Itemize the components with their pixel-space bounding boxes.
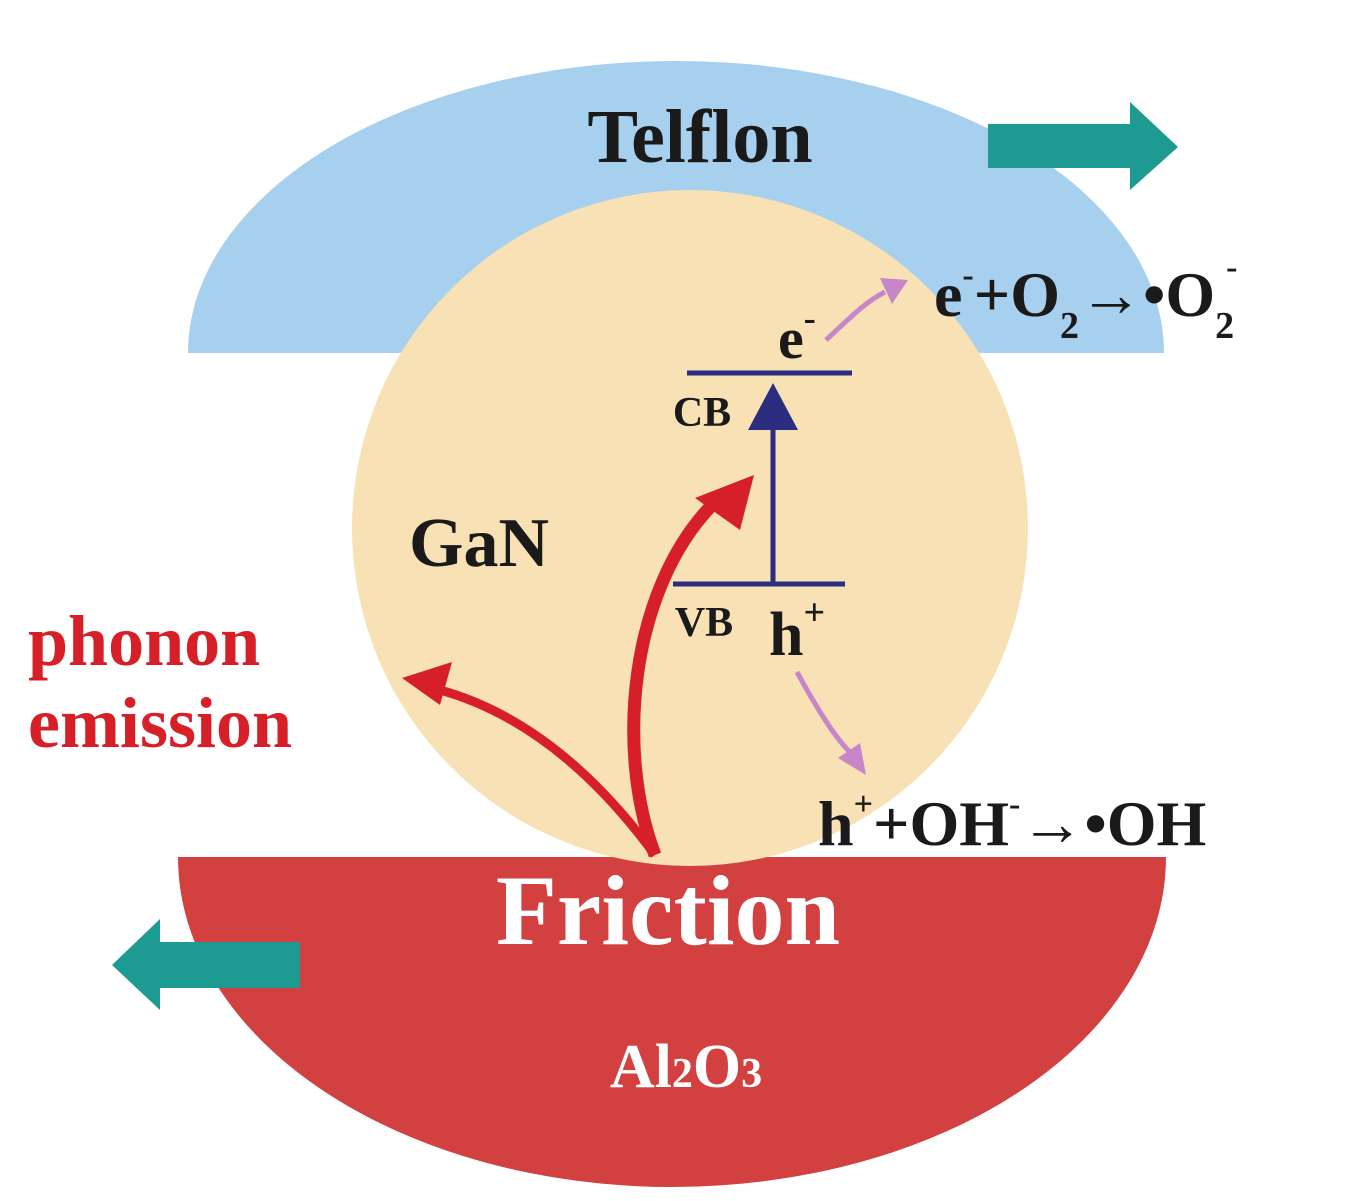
al2o3-label: Al2O3	[610, 1033, 762, 1101]
electron-transfer-arrow-head	[880, 278, 908, 304]
friction-label: Friction	[496, 855, 840, 966]
right-motion-arrow	[988, 102, 1178, 190]
electron-superscript: -	[804, 298, 816, 338]
phonon-label: phonon	[28, 601, 260, 681]
hydroxyl-reaction: h++OH-→•OH	[818, 786, 1206, 859]
hole-label: h+	[769, 592, 825, 669]
electron-label: e-	[778, 298, 816, 371]
hole-transfer-arrow-shaft	[794, 670, 852, 754]
al2o3-plate	[178, 857, 1166, 1187]
hole-superscript: +	[803, 592, 825, 634]
excitation-red-arrow-shaft	[627, 500, 717, 858]
excitation-arrow-head	[748, 383, 798, 430]
telflon-label: Telflon	[587, 95, 812, 179]
excitation-red-arrow-head	[695, 475, 754, 530]
phonon-arrow-shaft	[438, 685, 659, 858]
oxygen-reaction: e-+O2→•O2-	[934, 249, 1238, 347]
electron-transfer-arrow-shaft	[824, 289, 887, 342]
vb-label: VB	[675, 600, 733, 646]
cb-label: CB	[673, 390, 731, 436]
phonon-arrow-head	[402, 662, 452, 705]
emission-label: emission	[28, 683, 292, 763]
gan-label: GaN	[409, 505, 549, 582]
hole-transfer-arrow-head	[838, 743, 866, 775]
left-motion-arrow	[112, 919, 300, 1010]
